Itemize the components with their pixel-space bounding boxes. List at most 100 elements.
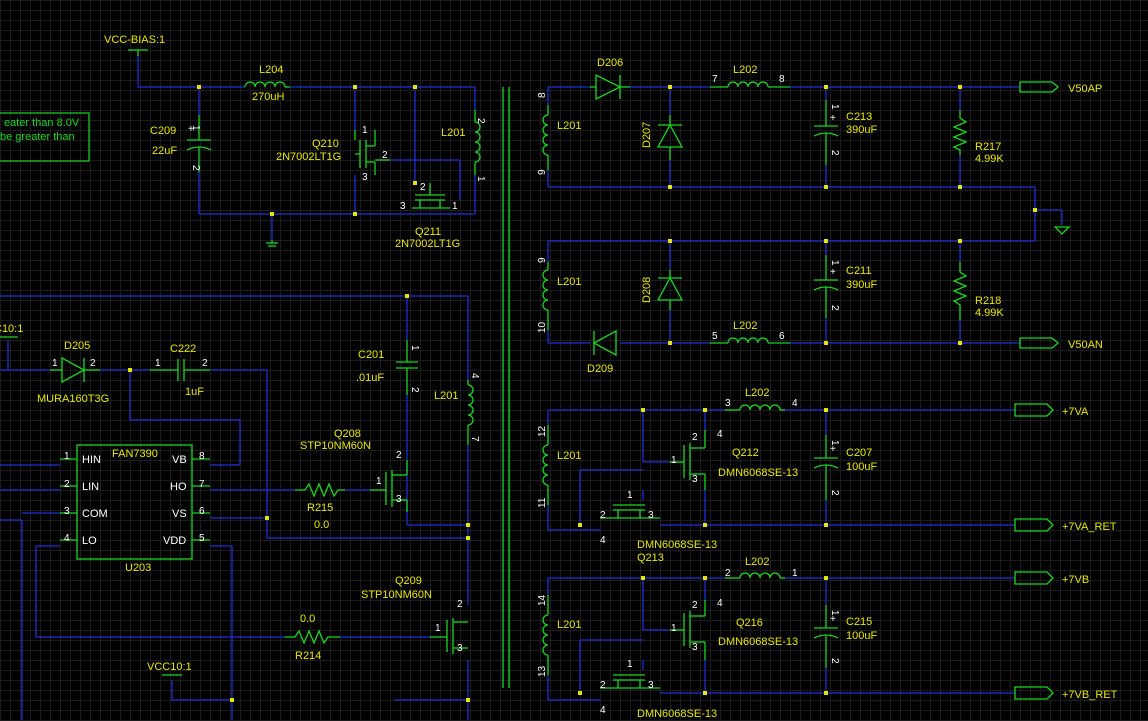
svg-text:3: 3 <box>362 172 368 183</box>
svg-text:2: 2 <box>829 150 840 156</box>
svg-text:1: 1 <box>829 440 840 446</box>
svg-text:1: 1 <box>64 451 70 462</box>
svg-text:100uF: 100uF <box>846 461 877 473</box>
vcc10-bottom-label: VCC10:1 <box>147 661 192 673</box>
diode-d208: D208 <box>641 270 684 310</box>
resistor-r215: R215 0.0 <box>295 482 345 531</box>
capacitor-c207: + C207 100uF 1 2 <box>813 435 877 500</box>
svg-text:2: 2 <box>692 600 698 611</box>
inductor-l202-mid: L202 5 6 <box>710 320 790 344</box>
svg-text:R217: R217 <box>975 141 1001 153</box>
svg-text:1uF: 1uF <box>185 386 204 398</box>
svg-text:C201: C201 <box>358 349 384 361</box>
svg-text:7: 7 <box>712 74 718 85</box>
svg-text:4.99K: 4.99K <box>975 307 1004 319</box>
svg-text:7: 7 <box>469 436 480 442</box>
svg-text:2: 2 <box>829 490 840 496</box>
svg-text:4: 4 <box>469 373 480 379</box>
svg-text:2: 2 <box>202 358 208 369</box>
svg-text:390uF: 390uF <box>846 124 877 136</box>
svg-text:STP10NM60N: STP10NM60N <box>300 440 371 452</box>
inductor-l204: L204 270uH <box>244 64 290 103</box>
svg-text:VS: VS <box>172 508 187 520</box>
svg-text:L201: L201 <box>557 120 581 132</box>
svg-text:Q211: Q211 <box>415 226 441 238</box>
svg-text:C222: C222 <box>170 343 196 355</box>
svg-text:22uF: 22uF <box>152 145 177 157</box>
svg-text:HIN: HIN <box>82 454 101 466</box>
svg-text:L201: L201 <box>557 276 581 288</box>
svg-text:1: 1 <box>475 176 486 182</box>
svg-text:8: 8 <box>779 74 785 85</box>
svg-text:L201: L201 <box>557 619 581 631</box>
winding-l201-primary-top: L201 2 1 <box>441 110 486 182</box>
vcc10-left-label: C10:1 <box>0 323 23 335</box>
power-symbols: VCC-BIAS:1 VCC10:1 C10:1 <box>0 34 1071 676</box>
svg-text:0.0: 0.0 <box>300 613 315 625</box>
resistor-r217: R217 4.99K <box>952 110 1004 165</box>
svg-text:MURA160T3G: MURA160T3G <box>37 393 109 405</box>
svg-text:.01uF: .01uF <box>356 372 384 384</box>
svg-text:1: 1 <box>452 201 458 212</box>
svg-text:Q216: Q216 <box>736 617 763 629</box>
svg-text:5: 5 <box>199 533 205 544</box>
svg-text:2: 2 <box>64 479 70 490</box>
svg-text:1: 1 <box>362 125 368 136</box>
svg-text:3: 3 <box>648 680 654 691</box>
svg-text:STP10NM60N: STP10NM60N <box>361 589 432 601</box>
svg-text:2: 2 <box>90 358 96 369</box>
svg-text:VDD: VDD <box>163 535 186 547</box>
svg-text:3: 3 <box>396 494 402 505</box>
port-label-7va-ret: +7VA_RET <box>1062 521 1117 533</box>
svg-text:2: 2 <box>600 510 606 521</box>
svg-text:1: 1 <box>52 358 58 369</box>
ground-icon <box>1053 226 1071 235</box>
svg-text:14: 14 <box>537 594 548 606</box>
svg-text:L201: L201 <box>434 390 458 402</box>
svg-text:390uF: 390uF <box>846 279 877 291</box>
svg-text:2: 2 <box>457 599 463 610</box>
mosfet-q212: Q212 DMN6068SE-13 2 4 1 3 <box>670 429 798 490</box>
svg-text:270uH: 270uH <box>252 91 284 103</box>
port-7va <box>1014 403 1054 417</box>
svg-text:6: 6 <box>199 506 205 517</box>
svg-text:8: 8 <box>199 451 205 462</box>
svg-text:DMN6068SE-13: DMN6068SE-13 <box>637 708 717 720</box>
mosfet-q213: DMN6068SE-13 Q213 1 2 3 4 <box>600 490 717 564</box>
note-line-2: be greater than <box>0 131 75 143</box>
ic-u203: FAN7390 U203 HIN LIN COM LO VB HO VS VDD… <box>60 444 210 574</box>
port-7va-ret <box>1014 518 1054 532</box>
winding-l201-sec-3: L201 12 11 <box>537 425 581 508</box>
note-box: eater than 8.0V be greater than <box>0 112 90 162</box>
port-7vb <box>1014 571 1054 585</box>
svg-text:2: 2 <box>475 118 486 124</box>
svg-text:3: 3 <box>692 474 698 485</box>
svg-text:2N7002LT1G: 2N7002LT1G <box>276 151 341 163</box>
svg-text:12: 12 <box>537 425 548 437</box>
capacitor-c222: C222 1uF 1 2 <box>150 343 210 398</box>
mosfet-q211: Q211 2N7002LT1G 2 3 1 <box>395 182 460 250</box>
svg-text:C215: C215 <box>846 616 872 628</box>
svg-text:2: 2 <box>382 150 388 161</box>
resistor-r214: 0.0 R214 <box>285 613 340 662</box>
svg-text:+: + <box>830 614 836 625</box>
svg-text:C207: C207 <box>846 447 872 459</box>
svg-text:2: 2 <box>725 568 731 579</box>
port-label-7vb: +7VB <box>1062 574 1089 586</box>
mosfet-q217: DMN6068SE-13 1 2 3 4 <box>600 659 717 720</box>
svg-text:+: + <box>830 267 836 278</box>
svg-text:L201: L201 <box>441 127 465 139</box>
svg-text:7: 7 <box>199 479 205 490</box>
svg-text:3: 3 <box>457 643 463 654</box>
svg-text:3: 3 <box>692 642 698 653</box>
svg-text:L202: L202 <box>733 64 757 76</box>
ground-icon <box>266 240 278 247</box>
svg-text:D206: D206 <box>597 57 623 69</box>
svg-text:R215: R215 <box>307 502 333 514</box>
svg-text:3: 3 <box>648 510 654 521</box>
svg-text:DMN6068SE-13: DMN6068SE-13 <box>637 539 717 551</box>
winding-l201-sec-2: L201 9 10 <box>537 257 581 333</box>
svg-text:R214: R214 <box>295 650 321 662</box>
svg-text:3: 3 <box>725 398 731 409</box>
